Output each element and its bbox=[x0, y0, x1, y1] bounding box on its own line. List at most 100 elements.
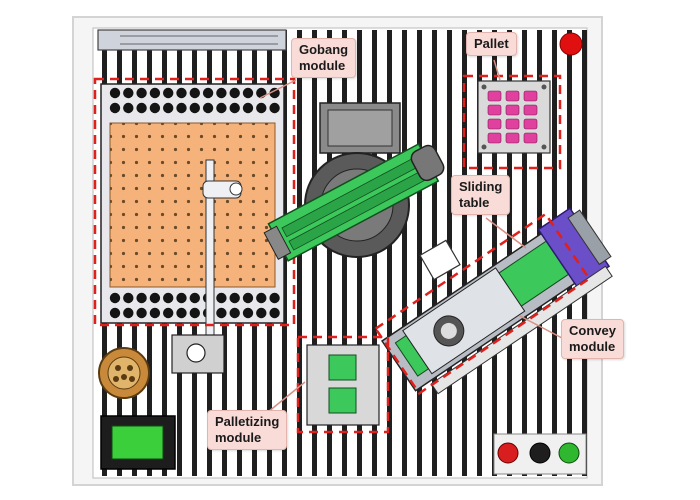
rail-bar bbox=[387, 30, 392, 476]
pallet-cell bbox=[487, 104, 502, 116]
stone-hole bbox=[216, 307, 227, 319]
convey-pointer bbox=[519, 315, 563, 339]
stop-button-icon[interactable] bbox=[529, 442, 551, 464]
stone-hole bbox=[136, 87, 147, 99]
stone-hole bbox=[136, 292, 147, 304]
stone-holes-top bbox=[109, 87, 280, 114]
stone-hole bbox=[202, 87, 214, 99]
stone-hole bbox=[136, 307, 147, 319]
pallet-cell bbox=[487, 90, 502, 102]
stone-hole bbox=[176, 307, 187, 319]
stone-hole bbox=[176, 292, 187, 304]
stone-hole bbox=[269, 307, 280, 319]
pallet-pointer bbox=[493, 59, 501, 81]
start-button-icon[interactable] bbox=[558, 442, 580, 464]
stone-hole bbox=[176, 87, 187, 99]
pallet-label: Pallet bbox=[466, 32, 517, 56]
stone-hole bbox=[202, 102, 214, 114]
tool-holder bbox=[171, 334, 225, 374]
stone-hole bbox=[269, 292, 280, 304]
gobang-module bbox=[100, 83, 285, 361]
control-panel bbox=[493, 433, 587, 475]
gobang-module-label: Gobang module bbox=[291, 38, 357, 78]
stone-hole bbox=[109, 87, 121, 99]
stone-hole bbox=[256, 102, 267, 114]
touch-screen-icon[interactable] bbox=[100, 415, 176, 470]
rail-bar bbox=[477, 30, 482, 476]
stone-hole bbox=[109, 292, 121, 304]
pallet-cell bbox=[523, 90, 538, 102]
stone-hole bbox=[189, 87, 200, 99]
convey-highlight bbox=[373, 212, 591, 396]
pallet-cell bbox=[505, 90, 520, 102]
palletizing-highlight bbox=[296, 335, 390, 434]
top-linear-rail bbox=[97, 29, 287, 51]
pallet-cell bbox=[487, 132, 502, 144]
robot-arm bbox=[263, 102, 445, 262]
stone-hole bbox=[269, 87, 280, 99]
stone-hole bbox=[216, 292, 227, 304]
rail-bar bbox=[327, 30, 332, 476]
convey-module-label: Convey module bbox=[561, 319, 624, 359]
stone-hole bbox=[229, 307, 240, 319]
sliding-table-label: Sliding table bbox=[451, 175, 511, 215]
rail-bar bbox=[312, 30, 317, 476]
stone-hole bbox=[242, 87, 254, 99]
pallet-cell bbox=[505, 104, 520, 116]
reset-button-icon[interactable] bbox=[497, 442, 519, 464]
rail-bar bbox=[417, 30, 422, 476]
stone-hole bbox=[109, 102, 121, 114]
rail-bar bbox=[492, 30, 497, 476]
pallet-cell bbox=[505, 118, 520, 130]
rail-bar bbox=[462, 30, 467, 476]
spool-icon bbox=[98, 347, 150, 399]
palletizing-slot-bottom bbox=[328, 387, 357, 414]
sliding-table-body bbox=[402, 267, 526, 375]
sliding-pointer bbox=[485, 217, 527, 249]
stone-hole bbox=[256, 292, 267, 304]
stone-hole bbox=[189, 292, 200, 304]
stone-hole bbox=[242, 307, 254, 319]
stone-hole bbox=[149, 102, 161, 114]
stone-hole bbox=[229, 102, 240, 114]
palletizing-module-label: Palletizing module bbox=[207, 410, 288, 450]
pallet-cell bbox=[523, 104, 538, 116]
emergency-stop-icon[interactable] bbox=[559, 32, 583, 56]
stone-hole bbox=[149, 292, 161, 304]
palletizing-slot-top bbox=[328, 354, 357, 381]
pallet-cell bbox=[505, 132, 520, 144]
pallet-cell bbox=[487, 118, 502, 130]
stone-hole bbox=[123, 87, 134, 99]
stone-hole bbox=[256, 307, 267, 319]
robot-end-effector bbox=[410, 144, 445, 182]
rail-bar bbox=[402, 30, 407, 476]
stone-hole bbox=[229, 292, 240, 304]
stone-hole bbox=[163, 292, 174, 304]
stone-hole bbox=[189, 307, 200, 319]
gobang-highlight bbox=[93, 77, 296, 327]
stone-hole bbox=[229, 87, 240, 99]
stone-hole bbox=[269, 102, 280, 114]
pallet-highlight bbox=[462, 74, 562, 170]
stone-hole bbox=[216, 102, 227, 114]
stone-hole bbox=[123, 102, 134, 114]
stone-hole bbox=[163, 87, 174, 99]
stone-hole bbox=[242, 102, 254, 114]
stone-hole bbox=[176, 102, 187, 114]
stone-hole bbox=[163, 102, 174, 114]
palletizing-module bbox=[306, 344, 380, 426]
gobang-pointer bbox=[259, 79, 297, 99]
stone-hole bbox=[242, 292, 254, 304]
pallet-cell bbox=[523, 132, 538, 144]
pallet bbox=[477, 80, 551, 154]
rail-bar bbox=[507, 30, 512, 476]
pallet-cell bbox=[523, 118, 538, 130]
stone-hole bbox=[123, 292, 134, 304]
stone-hole bbox=[163, 307, 174, 319]
palletizing-pointer bbox=[267, 381, 306, 413]
stone-hole bbox=[189, 102, 200, 114]
stone-hole bbox=[136, 102, 147, 114]
convey-module bbox=[380, 207, 613, 395]
stone-hole bbox=[216, 87, 227, 99]
